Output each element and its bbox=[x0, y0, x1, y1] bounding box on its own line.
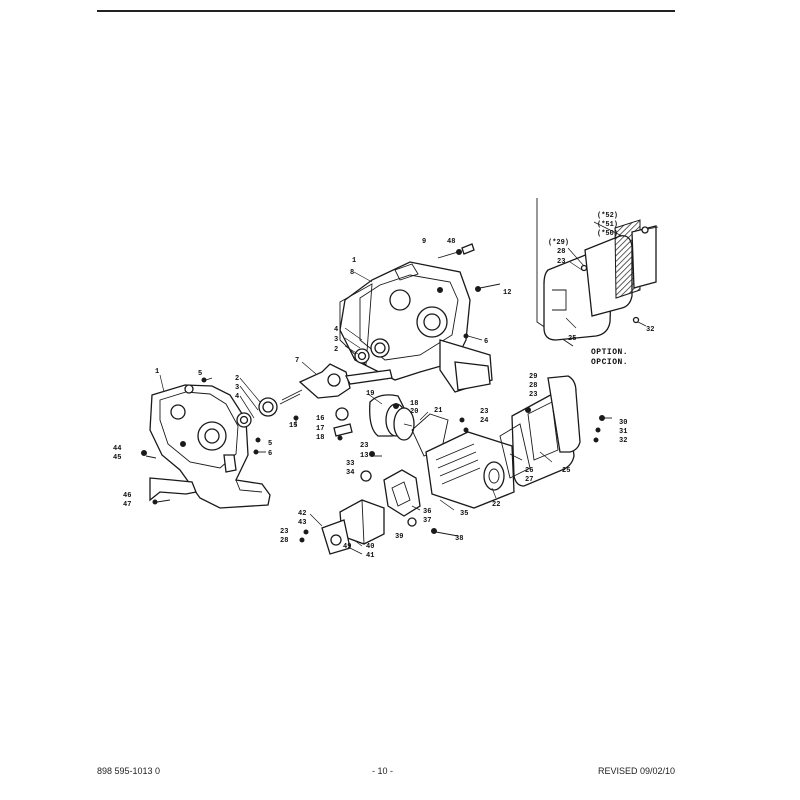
callout-8: 8 bbox=[350, 269, 354, 277]
callout-36: 36 bbox=[423, 508, 431, 516]
callout-2-lower: 2 bbox=[235, 375, 239, 383]
top-rule bbox=[97, 10, 675, 12]
callout-41: 41 bbox=[366, 552, 374, 560]
callout-1-upper: 1 bbox=[352, 257, 356, 265]
callout-1-lower: 1 bbox=[155, 368, 159, 376]
callout-24: 24 bbox=[480, 417, 488, 425]
callout-37: 37 bbox=[423, 517, 431, 525]
callout-28-option: 28 bbox=[557, 248, 565, 256]
callout-23-cyl: 23 bbox=[480, 408, 488, 416]
piston-assembly bbox=[333, 394, 415, 441]
callout-22: 22 bbox=[492, 501, 500, 509]
callout-46: 46 bbox=[123, 492, 131, 500]
callout-38: 38 bbox=[455, 535, 463, 543]
callout-32-option: 32 bbox=[646, 326, 654, 334]
callout-29-option: (*29) bbox=[548, 239, 569, 247]
cylinder-gasket bbox=[411, 413, 449, 457]
bearings-upper bbox=[354, 338, 390, 364]
callout-17: 17 bbox=[316, 425, 324, 433]
callout-40: 40 bbox=[366, 543, 374, 551]
option-label-en: OPTION. bbox=[591, 348, 628, 357]
screws-lower bbox=[141, 377, 299, 459]
callout-32: 32 bbox=[619, 437, 627, 445]
callout-43: 43 bbox=[298, 519, 306, 527]
callout-50-option: (*50) bbox=[597, 230, 618, 238]
callout-45: 45 bbox=[113, 454, 121, 462]
callout-15: 15 bbox=[289, 422, 297, 430]
callout-26: 26 bbox=[525, 467, 533, 475]
callout-44: 44 bbox=[113, 445, 121, 453]
callout-27: 27 bbox=[525, 476, 533, 484]
callout-35: 35 bbox=[460, 510, 468, 518]
callout-51-option: (*51) bbox=[597, 221, 618, 229]
leader-lines bbox=[159, 221, 647, 555]
cylinder bbox=[425, 417, 515, 509]
callout-30: 30 bbox=[619, 419, 627, 427]
callout-42: 42 bbox=[298, 510, 306, 518]
callout-28-carb: 28 bbox=[280, 537, 288, 545]
callout-4-upper: 4 bbox=[334, 326, 338, 334]
callout-48: 48 bbox=[447, 238, 455, 246]
callout-21: 21 bbox=[434, 407, 442, 415]
crankcase-upper bbox=[339, 261, 493, 393]
callout-16: 16 bbox=[316, 415, 324, 423]
callout-29: 29 bbox=[529, 373, 537, 381]
muffler bbox=[499, 375, 612, 487]
callout-5-upper: 5 bbox=[198, 370, 202, 378]
footer-page-number: - 10 - bbox=[372, 766, 394, 776]
callout-52-option: (*52) bbox=[597, 212, 618, 220]
callout-4-lower: 4 bbox=[235, 393, 239, 401]
callout-39: 39 bbox=[395, 533, 403, 541]
footer-part-number: 898 595-1013 0 bbox=[97, 766, 161, 776]
callout-34: 34 bbox=[346, 469, 354, 477]
callout-9: 9 bbox=[422, 238, 426, 246]
callout-28: 28 bbox=[529, 382, 537, 390]
callout-25-option: 25 bbox=[568, 335, 576, 343]
callout-6-lower: 6 bbox=[268, 450, 272, 458]
callout-23-intake: 23 bbox=[360, 442, 368, 450]
callout-13: 13 bbox=[360, 452, 368, 460]
callout-23-muffler: 23 bbox=[529, 391, 537, 399]
callout-20: 20 bbox=[410, 408, 418, 416]
chain-catcher-bracket bbox=[149, 477, 197, 505]
crankshaft bbox=[279, 363, 393, 405]
callout-18-upper: 18 bbox=[410, 400, 418, 408]
callout-3-lower: 3 bbox=[235, 384, 239, 392]
callout-12: 12 bbox=[503, 289, 511, 297]
callout-3-upper: 3 bbox=[334, 336, 338, 344]
callout-23-carb: 23 bbox=[280, 528, 288, 536]
gasket-upper bbox=[339, 283, 373, 366]
callout-47: 47 bbox=[123, 501, 131, 509]
carburetor bbox=[299, 499, 459, 555]
callout-19: 19 bbox=[366, 390, 374, 398]
bearings-lower bbox=[236, 397, 278, 428]
option-muffler-assembly bbox=[543, 219, 659, 341]
callout-5-lower: 5 bbox=[268, 440, 272, 448]
callout-7: 7 bbox=[295, 357, 299, 365]
callout-labels: 9 48 1 8 12 4 3 2 6 7 1 5 2 3 4 15 5 6 1… bbox=[113, 212, 654, 560]
callout-6-upper: 6 bbox=[484, 338, 488, 346]
callout-33: 33 bbox=[346, 460, 354, 468]
callout-31: 31 bbox=[619, 428, 627, 436]
callout-23-option: 23 bbox=[557, 258, 565, 266]
callout-2-upper: 2 bbox=[334, 346, 338, 354]
callout-25: 25 bbox=[562, 467, 570, 475]
option-label-es: OPCION. bbox=[591, 358, 628, 367]
intake-manifold bbox=[360, 451, 421, 517]
callout-49-visible: 49 bbox=[343, 543, 351, 551]
screws-upper bbox=[437, 243, 501, 341]
callout-18-lower: 18 bbox=[316, 434, 324, 442]
footer-revised-date: REVISED 09/02/10 bbox=[598, 766, 676, 776]
